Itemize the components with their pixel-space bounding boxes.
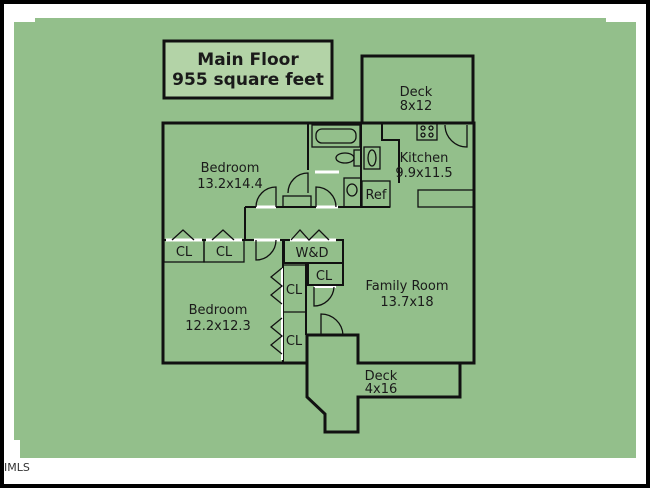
deck-bottom-size: 4x16 (365, 382, 398, 397)
washer-dryer-label: W&D (295, 246, 328, 261)
refrigerator-label: Ref (365, 188, 386, 203)
deck-bottom-name: Deck (365, 369, 398, 384)
deck-top: Deck 8x12 (360, 54, 475, 125)
closet-2: CL (203, 229, 245, 263)
title-line1: Main Floor (197, 50, 299, 70)
family-room-size: 13.7x18 (380, 295, 433, 310)
bedroom2-name: Bedroom (189, 303, 248, 318)
kitchen-size: 9.9x11.5 (395, 166, 452, 181)
bedroom2-size: 12.2x12.3 (185, 319, 251, 334)
closet-label: CL (216, 245, 233, 260)
refrigerator (361, 180, 391, 208)
bedroom1-name: Bedroom (201, 161, 260, 176)
bedroom1-size: 13.2x14.4 (197, 177, 263, 192)
deck-top-size: 8x12 (400, 99, 433, 114)
kitchen-name: Kitchen (400, 151, 449, 166)
deck-top-name: Deck (400, 85, 433, 100)
stove-icon (416, 122, 438, 141)
closet-3: CL (307, 262, 344, 307)
watermark: IMLS (4, 461, 30, 474)
deck-bottom: Deck 4x16 (305, 333, 462, 434)
closet-label: CL (176, 245, 193, 260)
interior-walls: Ref CL CL W&D CL (163, 122, 475, 363)
closet-label: CL (316, 269, 333, 284)
title-line2: 955 square feet (172, 70, 324, 90)
family-room-name: Family Room (366, 279, 449, 294)
closet-4-label: CL (286, 283, 303, 298)
closet-5-label: CL (286, 334, 303, 349)
title-box: Main Floor 955 square feet (162, 39, 334, 100)
